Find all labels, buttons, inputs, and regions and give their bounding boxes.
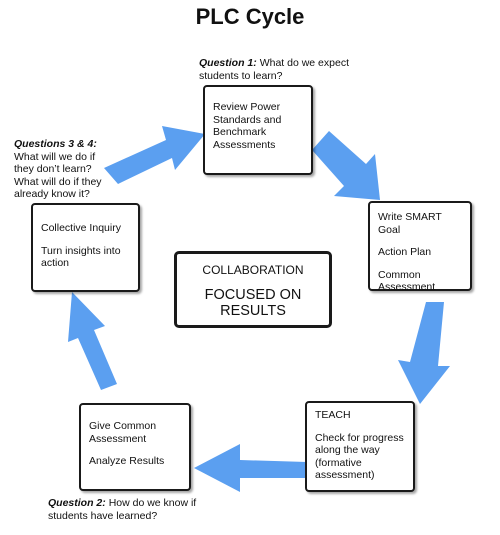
arrow-teach-to-give (194, 444, 307, 492)
center-collaboration: COLLABORATION (202, 263, 304, 277)
box-collective-inquiry: Collective Inquiry Turn insights into ac… (31, 203, 140, 292)
question-2: Question 2: How do we know if students h… (48, 497, 223, 522)
box-inquiry-line: Collective Inquiry (41, 222, 121, 234)
box-smart-line: Action Plan (378, 246, 432, 258)
box-give-assessment: Give Common Assessment Analyze Results (79, 403, 191, 491)
box-teach-line: Check for progress along the way (format… (315, 431, 404, 482)
arrow-inquiry-to-review (104, 126, 205, 184)
box-smart-goal: Write SMART Goal Action Plan Common Asse… (368, 201, 472, 294)
box-inquiry-line: Turn insights into action (41, 244, 121, 270)
box-smart-line: Common Assessment (378, 268, 436, 294)
box-review-standards: Review Power Standards and Benchmark Ass… (203, 85, 313, 175)
arrow-give-to-inquiry (68, 292, 117, 390)
center-focused-on-results: FOCUSED ON RESULTS (204, 287, 302, 319)
box-review-line: Review Power Standards and Benchmark Ass… (213, 101, 282, 151)
center-box: COLLABORATION FOCUSED ON RESULTS (174, 251, 332, 328)
arrow-review-to-smart (312, 131, 380, 200)
box-teach: TEACH Check for progress along the way (… (305, 401, 415, 492)
question-3-4-label: Questions 3 & 4: (14, 138, 97, 150)
question-1: Question 1: What do we expect students t… (199, 57, 349, 82)
question-3-4: Questions 3 & 4: What will we do if they… (14, 138, 114, 201)
arrow-smart-to-teach (398, 302, 450, 404)
question-1-text: What do we expect students to learn? (199, 57, 349, 82)
box-teach-line: TEACH (315, 409, 351, 421)
question-3-4-text: What will we do if they don’t learn? Wha… (14, 150, 102, 201)
question-1-label: Question 1: (199, 57, 257, 69)
diagram-title: PLC Cycle (195, 4, 305, 29)
question-2-label: Question 2: (48, 497, 106, 509)
box-give-line: Give Common Assessment (89, 420, 157, 445)
question-2-text: How do we know if students have learned? (48, 497, 197, 522)
box-give-line: Analyze Results (89, 455, 165, 467)
box-smart-line: Write SMART Goal (378, 211, 442, 236)
